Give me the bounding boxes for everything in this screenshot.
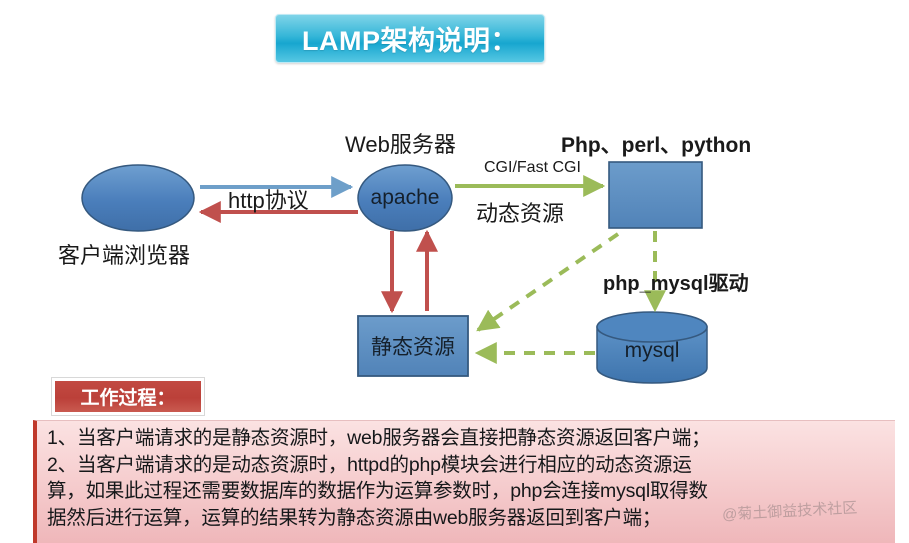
description-line: 据然后进行运算，运算的结果转为静态资源由web服务器返回到客户端； bbox=[47, 506, 662, 529]
edge-label-http: http协议 bbox=[228, 188, 309, 213]
node-mysql bbox=[596, 311, 708, 384]
edge-label-php-mysql-driver: php_mysql驱动 bbox=[603, 273, 749, 295]
work-process-description: 1、当客户端请求的是静态资源时，web服务器会直接把静态资源返回客户端； 2、当… bbox=[33, 420, 895, 543]
node-app-server bbox=[608, 161, 703, 229]
node-app-server-caption: Php、perl、python bbox=[561, 134, 752, 157]
node-client-browser bbox=[81, 164, 195, 232]
node-client-browser-caption: 客户端浏览器 bbox=[58, 243, 191, 268]
work-process-heading-label: 工作过程： bbox=[80, 388, 176, 409]
page-title-banner: LAMP架构说明： bbox=[275, 14, 545, 63]
page-title: LAMP架构说明： bbox=[302, 26, 518, 56]
edge-appserver-to-static bbox=[476, 232, 620, 332]
description-line: 1、当客户端请求的是静态资源时，web服务器会直接把静态资源返回客户端； bbox=[47, 427, 711, 449]
description-line: 2、当客户端请求的是动态资源时，httpd的php模块会进行相应的动态资源运 bbox=[47, 453, 692, 476]
description-line: 算，如果此过程还需要数据库的数据作为运算参数时，php会连接mysql取得数 bbox=[47, 480, 708, 502]
node-apache-caption: Web服务器 bbox=[345, 132, 456, 157]
node-apache bbox=[357, 164, 453, 232]
edge-label-cgi: CGI/Fast CGI bbox=[484, 159, 581, 176]
work-process-heading: 工作过程： bbox=[52, 378, 204, 415]
node-static-resource bbox=[357, 315, 469, 377]
edge-label-dynamic-resource: 动态资源 bbox=[476, 201, 565, 226]
